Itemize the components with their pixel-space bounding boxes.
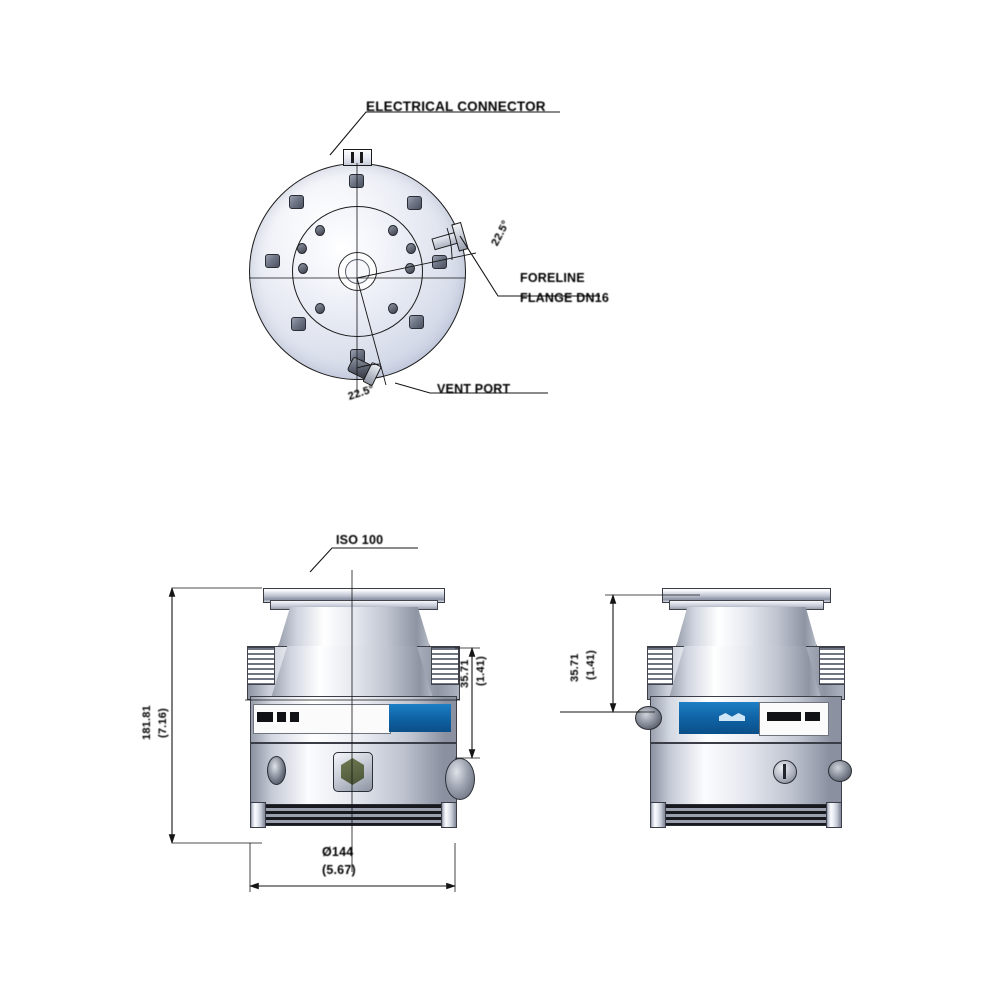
brand-mark-3 bbox=[290, 712, 299, 722]
dimension-side-offset-in: (1.41) bbox=[585, 650, 597, 680]
side-elevation-view bbox=[635, 588, 852, 843]
bolt-hole bbox=[315, 303, 325, 314]
model-mark-2-side bbox=[805, 712, 820, 721]
dimension-diameter-mm: Ø144 bbox=[322, 845, 354, 859]
pump-bottom-foot-side bbox=[650, 802, 666, 828]
pump-bottom-foot-side bbox=[826, 802, 842, 828]
brand-mark-1 bbox=[257, 712, 273, 722]
top-view bbox=[249, 149, 469, 387]
label-strip-blue bbox=[389, 704, 451, 732]
bolt-hole bbox=[388, 303, 398, 314]
indicator-dial-side bbox=[773, 760, 797, 784]
dimension-diameter-in: (5.67) bbox=[322, 863, 356, 877]
bolt-hole bbox=[297, 243, 307, 254]
model-mark-1-side bbox=[767, 712, 801, 721]
cooling-fins-left bbox=[247, 647, 275, 685]
bolt-hole bbox=[405, 263, 415, 274]
oval-port-front bbox=[267, 756, 286, 785]
flange-boss bbox=[409, 315, 424, 329]
bolt-hole bbox=[298, 263, 308, 274]
hex-vent-port-front bbox=[333, 752, 373, 792]
cooling-fins-right bbox=[431, 647, 459, 685]
dimension-front-offset-in: (1.41) bbox=[475, 656, 487, 686]
callout-electrical-connector: ELECTRICAL CONNECTOR bbox=[366, 99, 546, 114]
label-strip-white bbox=[253, 704, 391, 734]
dimension-angle-right: 22.5° bbox=[489, 218, 513, 249]
front-elevation-view bbox=[245, 588, 475, 843]
pump-bottom-foot bbox=[441, 802, 457, 828]
brand-mark-2 bbox=[277, 712, 286, 722]
dimension-height-in: (7.16) bbox=[157, 708, 169, 738]
cooling-fins-left-side bbox=[647, 647, 673, 685]
pump-bottom-foot bbox=[250, 802, 266, 828]
callout-foreline-flange-line2: FLANGE DN16 bbox=[520, 291, 610, 305]
flange-boss bbox=[291, 317, 306, 331]
flange-boss bbox=[349, 174, 364, 188]
callout-inlet-flange: ISO 100 bbox=[336, 533, 384, 547]
pump-cone-lower-side bbox=[669, 646, 821, 698]
pump-bottom-ribs bbox=[265, 804, 442, 826]
pump-base-housing-side bbox=[650, 743, 842, 805]
vent-port-knob-side bbox=[635, 706, 662, 730]
flange-boss bbox=[289, 195, 304, 209]
pump-upper-cone-side bbox=[676, 607, 817, 647]
dimension-height-mm: 181.81 bbox=[141, 705, 153, 740]
dimension-angle-bottom: 22.5° bbox=[346, 383, 376, 403]
foreline-knob-front bbox=[445, 758, 475, 800]
logo-mark-side bbox=[719, 713, 745, 721]
foreline-knob-side bbox=[828, 760, 852, 782]
cooling-fins-right-side bbox=[819, 647, 845, 685]
pump-bottom-ribs-side bbox=[665, 804, 827, 826]
bolt-hole bbox=[315, 225, 325, 236]
callout-foreline-flange-line1: FORELINE bbox=[520, 271, 585, 285]
center-bore-inner bbox=[345, 259, 370, 284]
dimension-side-offset-mm: 35.71 bbox=[569, 653, 581, 682]
flange-boss bbox=[432, 255, 447, 269]
flange-boss bbox=[265, 254, 280, 268]
flange-boss bbox=[407, 196, 422, 210]
pump-upper-cone bbox=[278, 607, 430, 647]
dimension-front-offset-mm: 35.71 bbox=[459, 659, 471, 688]
electrical-connector-block bbox=[343, 149, 372, 166]
bolt-hole bbox=[388, 225, 398, 236]
callout-vent-port: VENT PORT bbox=[437, 382, 511, 396]
bolt-hole bbox=[406, 243, 416, 254]
pump-cone-lower bbox=[271, 646, 433, 698]
